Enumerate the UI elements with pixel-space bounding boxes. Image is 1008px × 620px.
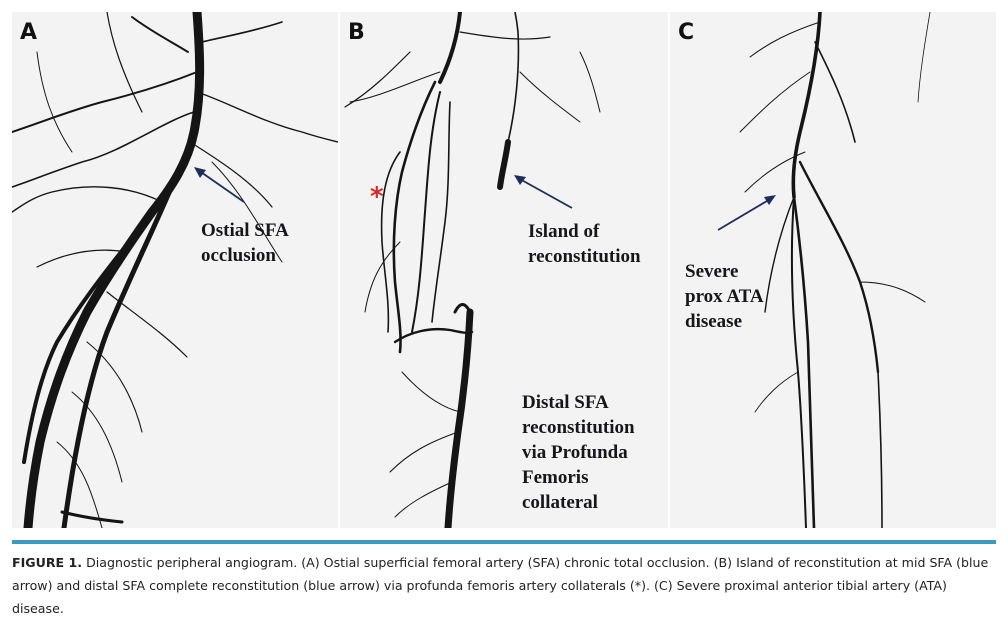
panel-b-collateral-asterisk: * [370,182,384,212]
figure-caption-text: Diagnostic peripheral angiogram. (A) Ost… [12,555,989,616]
figure-caption-label: FIGURE 1. [12,555,83,570]
figure-caption: FIGURE 1. Diagnostic peripheral angiogra… [12,551,1002,620]
panel-a-angiogram-image [12,12,338,528]
panel-c-letter: C [678,20,695,45]
panel-c: C Severe prox ATA disease [670,12,996,528]
panel-b-angiogram-image [344,12,601,528]
panel-b: B * Island of reconstitution Distal SFA … [340,12,668,528]
panel-a: A Ostial SFA occlusion [12,12,338,528]
panel-b-annotation-distal: Distal SFA reconstitution via Profunda F… [522,392,635,513]
panel-c-angiogram-image [717,12,931,528]
panel-a-annotation: Ostial SFA occlusion [201,220,289,266]
panel-b-annotation-island: Island of reconstitution [528,221,641,267]
panel-c-annotation: Severe prox ATA disease [685,261,764,332]
panel-a-letter: A [20,20,38,45]
caption-divider [12,540,996,544]
panel-b-letter: B [348,20,365,45]
